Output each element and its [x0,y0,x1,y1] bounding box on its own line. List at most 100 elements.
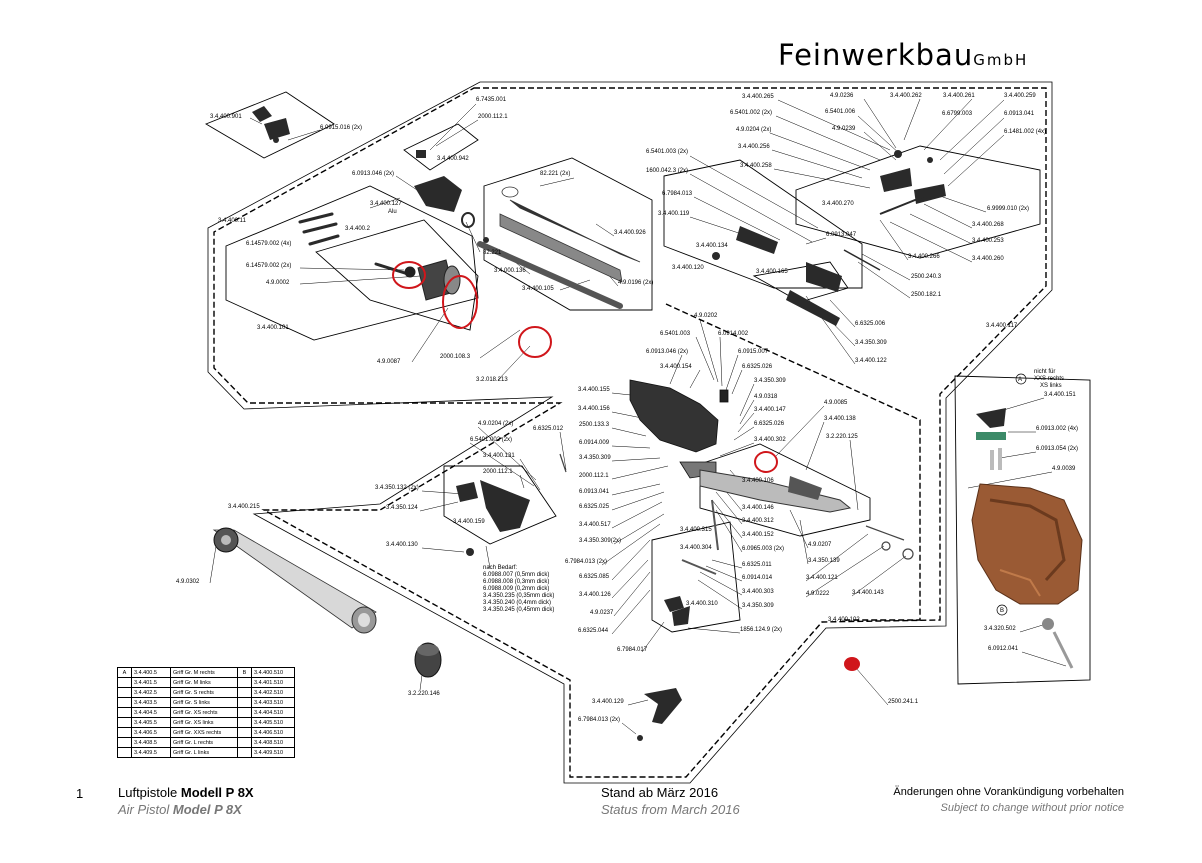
part-label: 3.4.400.152 [742,532,774,538]
title-en: Air Pistol Model P 8X [118,801,254,818]
part-label: 3.4.400.105 [522,286,554,292]
part-top-left-grip-block [252,106,290,143]
part-label: 3.4.400.926 [614,230,646,236]
part-label: 6.6325.011 [742,562,772,568]
part-label: 3.4.400.165 [756,269,788,275]
part-label: 3.4.350.139 [808,558,840,564]
part-label: 6.0913.046 (2x) [352,171,394,177]
part-label: 6.0965.003 (2x) [742,546,784,552]
part-label: 3.4.400.262 [890,93,922,99]
grip-cell-part-number: 3.4.402.510 [251,687,295,698]
grip-cell-part-number: 3.4.405.510 [251,717,295,728]
grip-cell-variant-letter [117,727,132,738]
part-label: 4.9.0237 [590,610,614,616]
highlight-markers [392,261,778,473]
part-label: 3.4.400.129 [592,699,624,705]
part-label: 6.0914.002 [718,331,749,337]
part-wooden-grip [971,483,1083,605]
highlight-circle-1 [392,261,426,289]
part-label: 4.9.0239 [832,126,856,132]
grip-cell-description: Griff Gr. M links [170,677,238,688]
part-label: 6.0914.009 [579,440,610,446]
part-label: 4.9.0204 (2x) [736,127,771,133]
grip-cell-description: Griff Gr. L rechts [170,737,238,748]
part-label: 6.6325.044 [578,628,609,634]
part-spring-pins [559,453,914,560]
part-label: 6.7984.017 [617,647,648,653]
part-trigger-blade [699,469,852,513]
grip-cell-variant-letter [117,697,132,708]
part-label: 6.0915.016 (2x) [320,125,362,131]
part-label: 3.4.400.310 [686,601,718,607]
part-label: 4.9.0087 [377,359,401,365]
part-label: 4.9.0085 [824,400,848,406]
part-label: 4.9.0039 [1052,466,1076,472]
grip-cell-variant-letter [237,707,252,718]
part-label: nach Bedarf: [483,565,517,571]
part-label: 6.7984.013 [662,191,693,197]
grip-cell-variant-letter [117,677,132,688]
part-label: 3.4.400.127 [370,201,402,207]
part-lower-trigger [637,688,682,741]
part-label: 3.4.400.901 [210,114,242,120]
part-weight-block [414,150,489,243]
part-sear-group [664,499,719,626]
part-label: 6.0913.041 [1004,111,1035,117]
grip-cell-variant-letter [237,717,252,728]
part-label: 3.4.400.131 [483,453,515,459]
part-label: 3.4.400.11 [218,218,247,224]
title-de: Luftpistole Modell P 8X [118,784,254,801]
part-label: 3.4.400.2 [345,226,371,232]
part-label: 3.4.400.302 [754,437,786,443]
part-label: 3.4.400.315 [680,527,712,533]
part-label: 6.0913.047 [826,232,857,238]
part-label: B [1000,608,1004,614]
part-label: 6.5401.002 (2x) [730,110,772,116]
grip-cell-part-number: 3.4.404.510 [251,707,295,718]
part-label: 3.4.320.502 [984,626,1016,632]
title-en-model: Model P 8X [172,802,242,817]
grip-cell-variant-letter [237,727,252,738]
part-label: nicht für [1034,369,1055,375]
part-label: 3.4.400.102 [828,617,860,623]
part-label: 3.4.400.143 [852,590,884,596]
part-air-cylinder [212,527,377,634]
grip-cell-variant-letter [117,707,132,718]
part-label: 3.4.400.119 [658,211,690,217]
part-label: 3.4.400.154 [660,364,692,370]
part-label: 6.7984.013 (2x) [565,559,607,565]
status-en: Status from March 2016 [601,802,740,817]
grip-cell-variant-letter: A [117,667,132,678]
grip-cell-variant-letter [237,747,252,758]
grip-cell-part-number: 3.4.406.510 [251,727,295,738]
highlight-circle-4 [754,451,778,473]
part-label: 3.4.400.101 [257,325,289,331]
part-grip-hardware [976,408,1074,669]
part-shapes [212,106,1083,741]
grip-cell-variant-letter [237,737,252,748]
grip-cell-part-number: 3.4.400.510 [251,667,295,678]
part-label: 4.9.0222 [806,591,830,597]
part-label: 3.4.350.124 [386,505,418,511]
part-label: 3.4.400.147 [754,407,786,413]
part-label: 4.9.0204 (2x) [478,421,513,427]
part-label: Alu [388,209,397,215]
part-label: 3.4.400.156 [578,406,610,412]
part-label: 6.0913.046 (2x) [646,349,688,355]
footer-status: Stand ab März 2016 Status from March 201… [601,784,740,818]
part-label: 6.7435.001 [476,97,507,103]
title-de-prefix: Luftpistole [118,785,181,800]
part-label: 6.0913.054 (2x) [1036,446,1078,452]
part-label: 6.6325.026 [742,364,773,370]
grip-cell-variant-letter [117,717,132,728]
part-barrel-assembly [477,186,641,309]
assembly-boundaries [207,81,1053,784]
part-label: 6.0988.009 (0,2mm dick) [483,586,549,592]
